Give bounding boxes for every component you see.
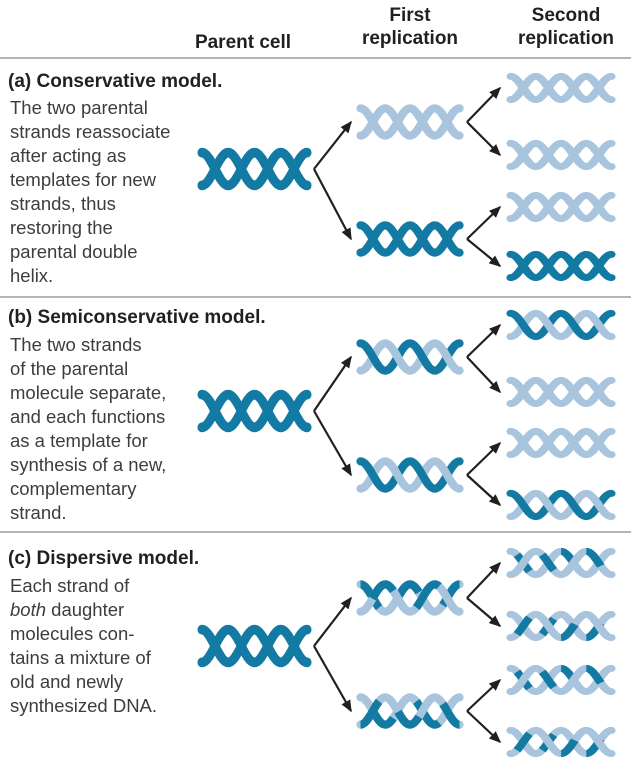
dna-helix-first-replication-c-1 [356,580,464,616]
column-header-first-line2: replication [361,28,459,49]
column-header-second-replication: Second replication [518,4,614,50]
dna-helix-first-replication-a-1 [356,104,464,140]
dna-helix-second-replication-b-3 [506,427,616,459]
dna-helix-first-replication-b-1 [356,339,464,375]
section-c-title: (c) Dispersive model. [8,548,200,569]
dna-helix-first-replication-b-2 [356,457,464,493]
column-header-first-line1: First [389,5,431,26]
dna-helix-second-replication-b-2 [506,376,616,408]
dna-helix-second-replication-a-1 [506,72,616,104]
dna-helix-second-replication-b-4 [506,489,616,521]
column-header-first-replication: First replication [362,4,458,50]
dna-helix-second-replication-c-4 [506,726,616,758]
dna-helix-second-replication-a-2 [506,139,616,171]
dna-helix-parent-c [197,624,312,668]
section-b-title: (b) Semiconservative model. [8,307,266,328]
dna-helix-second-replication-c-2 [506,610,616,642]
dna-helix-parent-a [197,147,312,191]
column-header-second-line1: Second [531,5,601,26]
dna-helix-second-replication-a-4 [506,250,616,282]
dna-helix-second-replication-a-3 [506,191,616,223]
section-a-title: (a) Conservative model. [8,71,223,92]
divider-section-b-c [0,531,631,533]
dna-helix-second-replication-b-1 [506,309,616,341]
column-header-second-line2: replication [517,28,615,49]
divider-header [0,57,631,59]
divider-section-a-b [0,296,631,298]
dna-helix-first-replication-a-2 [356,221,464,257]
dna-helix-first-replication-c-2 [356,693,464,729]
column-header-parent-cell: Parent cell [194,32,292,53]
dna-helix-parent-b [197,389,312,433]
dna-helix-second-replication-c-1 [506,547,616,579]
dna-helix-second-replication-c-3 [506,664,616,696]
